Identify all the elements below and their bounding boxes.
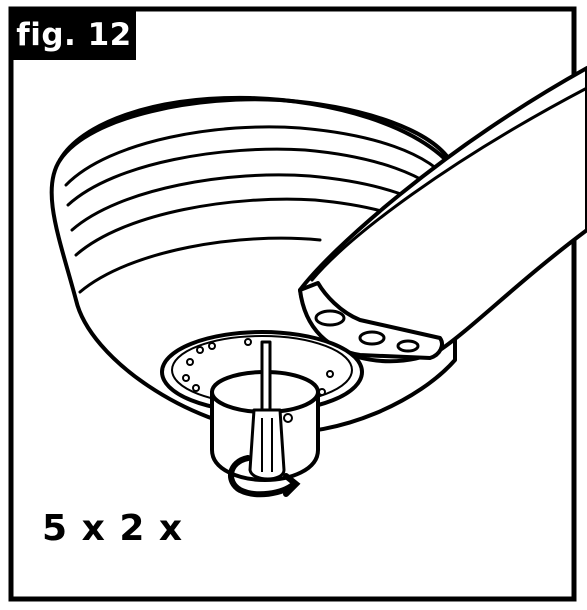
- fan-blade-edge: [310, 86, 587, 282]
- blade-bracket: [298, 281, 444, 360]
- bracket-slot: [358, 330, 386, 346]
- screw-head: [283, 413, 293, 423]
- screwdriver-shaft: [260, 340, 272, 414]
- housing-groove: [66, 147, 454, 207]
- bracket-slot: [396, 339, 420, 353]
- housing-top-rim: [58, 97, 457, 172]
- quantity-text: 5 x 2 x: [42, 508, 184, 549]
- screwdriver-handle: [248, 408, 286, 481]
- bracket-slot: [314, 309, 346, 327]
- housing-lower-curve: [78, 236, 322, 294]
- screwdriver-icon: [248, 340, 286, 481]
- ceiling-fan-blade-install-illustration: [49, 66, 587, 482]
- housing-groove: [64, 125, 454, 187]
- figure-label: fig. 12: [12, 10, 136, 60]
- clockwise-rotation-arrow-icon: [228, 455, 301, 498]
